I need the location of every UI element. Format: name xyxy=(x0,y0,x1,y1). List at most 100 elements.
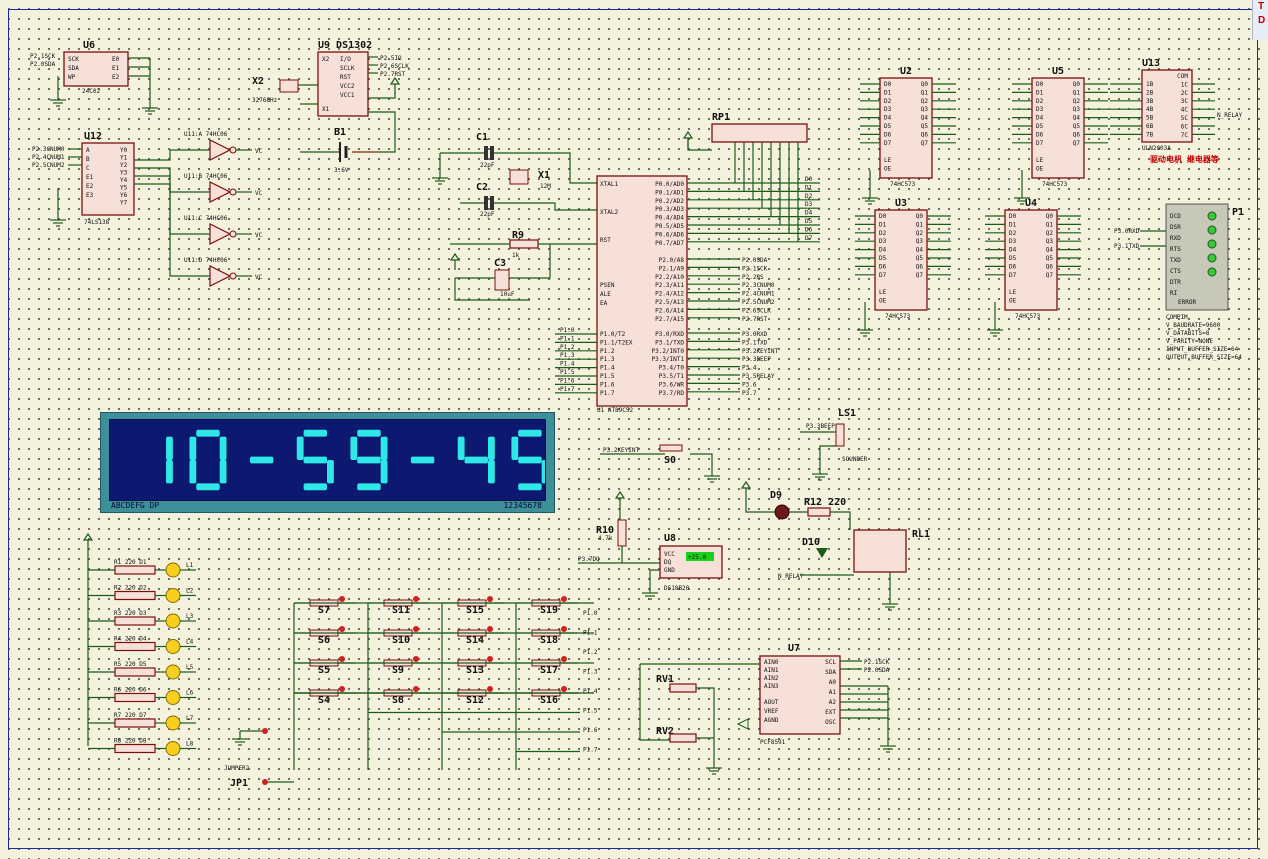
r12-resistor[interactable] xyxy=(807,507,831,517)
rp1-resistor-pack[interactable] xyxy=(711,123,808,143)
u5-pin: D5 xyxy=(1036,123,1044,130)
u12-pin: B xyxy=(86,156,90,163)
led[interactable] xyxy=(165,613,181,629)
u12-ground xyxy=(50,212,66,227)
inverter-gate[interactable] xyxy=(209,139,232,161)
segment xyxy=(350,436,358,460)
led[interactable] xyxy=(165,639,181,654)
u9-pin: RST xyxy=(340,74,351,81)
u8-sensor[interactable] xyxy=(659,545,723,579)
key-dot xyxy=(413,686,419,692)
rv1-pot[interactable] xyxy=(669,683,697,693)
led-resistor[interactable] xyxy=(114,667,156,677)
wire xyxy=(454,278,530,301)
u4-pin: D0 xyxy=(1009,213,1017,220)
u13-pin: 2B xyxy=(1146,89,1154,96)
inverter-gate[interactable] xyxy=(209,265,232,287)
led-resistor[interactable] xyxy=(114,743,156,754)
u7-chip[interactable] xyxy=(759,655,841,735)
led[interactable] xyxy=(165,664,181,680)
u12-chip[interactable] xyxy=(81,142,135,216)
s0-switch[interactable] xyxy=(659,444,683,452)
rl1-relay[interactable] xyxy=(853,529,907,573)
u5-ref: U5 xyxy=(1052,66,1064,77)
p1-pin: RTS xyxy=(1170,246,1181,253)
inverter-gate[interactable] xyxy=(209,181,232,203)
led[interactable] xyxy=(165,562,181,578)
led-resistor[interactable] xyxy=(114,718,156,728)
u13-ref: U13 xyxy=(1142,58,1160,69)
u3-chip[interactable] xyxy=(874,209,928,311)
c1-value: 22pF xyxy=(480,162,495,169)
seven-segment-display[interactable]: ABCDEFG DP 12345678 xyxy=(100,412,555,513)
u13-pin: 6B xyxy=(1146,123,1154,130)
u5-pin: D1 xyxy=(1036,89,1044,96)
d10-diode[interactable] xyxy=(816,548,828,558)
led-resistor[interactable] xyxy=(114,590,156,601)
r10-resistor[interactable] xyxy=(617,519,627,547)
u7-pin: AIN3 xyxy=(764,683,779,690)
key-ref: S7 xyxy=(318,605,330,616)
u6-chip[interactable] xyxy=(63,51,129,87)
net-label: VC xyxy=(255,232,263,239)
key-dot xyxy=(487,686,493,692)
x1-crystal[interactable] xyxy=(509,169,529,185)
u4-chip[interactable] xyxy=(1004,209,1058,311)
u4-part: 74HC573 xyxy=(1015,313,1041,320)
u12-pin: Y2 xyxy=(120,162,128,169)
inverter-gate[interactable] xyxy=(209,223,232,245)
u1-mcu[interactable] xyxy=(596,175,688,407)
led-net: L4 xyxy=(186,639,194,646)
p1-connector[interactable] xyxy=(1165,203,1229,311)
u2-pin: Q7 xyxy=(921,140,929,147)
d9-led[interactable] xyxy=(774,504,790,520)
c1-ref: C1 xyxy=(476,132,488,143)
u1-pin: P1.2 xyxy=(600,348,615,355)
led[interactable] xyxy=(165,588,181,603)
net-label: P2.7RST xyxy=(380,71,406,78)
led-resistor[interactable] xyxy=(114,565,156,575)
rv2-pot[interactable] xyxy=(669,733,697,743)
u6-pin: SCK xyxy=(68,56,79,63)
net-label: P2.2RS xyxy=(742,274,764,281)
r9-value: 1k xyxy=(512,252,520,259)
r9-resistor[interactable] xyxy=(509,239,539,249)
segment xyxy=(249,456,274,464)
u5-chip[interactable] xyxy=(1031,77,1085,179)
led[interactable] xyxy=(165,690,181,705)
u4-pin: Q2 xyxy=(1046,230,1054,237)
u1-pin: RST xyxy=(600,237,611,244)
led-vcc xyxy=(82,532,94,550)
u7-pin: A2 xyxy=(829,699,837,706)
p1-pin: DTR xyxy=(1170,279,1181,286)
u9-vcc xyxy=(389,76,401,94)
ls1-sounder[interactable] xyxy=(835,423,845,447)
wire xyxy=(690,453,713,468)
u13-chip[interactable] xyxy=(1141,69,1193,143)
u6-pin: WP xyxy=(68,74,76,81)
u1-pin: P1.1/T2EX xyxy=(600,339,633,346)
digit xyxy=(410,456,435,464)
u6-pin: E0 xyxy=(112,56,120,63)
led-resistor[interactable] xyxy=(114,692,156,703)
key-net: P1.3 xyxy=(583,669,598,676)
led[interactable] xyxy=(165,715,181,731)
led-resistor[interactable] xyxy=(114,616,156,626)
led[interactable] xyxy=(165,741,181,756)
x2-crystal[interactable] xyxy=(279,79,299,93)
net-label: P2.0SDA xyxy=(30,61,56,68)
u1-pin: P3.3/INT1 xyxy=(651,356,684,363)
display-segment-label: ABCDEFG DP xyxy=(111,501,160,510)
c3-capacitor[interactable] xyxy=(494,269,510,291)
u2-chip[interactable] xyxy=(879,77,933,179)
u13-pin: 7C xyxy=(1181,132,1189,139)
u9-chip[interactable] xyxy=(317,51,369,117)
u4-pin: Q3 xyxy=(1046,238,1054,245)
net-label: N_RELAY xyxy=(1217,112,1243,119)
u1-pin: P0.2/AD2 xyxy=(655,198,684,205)
led-resistor[interactable] xyxy=(114,641,156,652)
u4-pin: Q0 xyxy=(1046,213,1054,220)
net-label: P1.0 xyxy=(560,327,575,334)
